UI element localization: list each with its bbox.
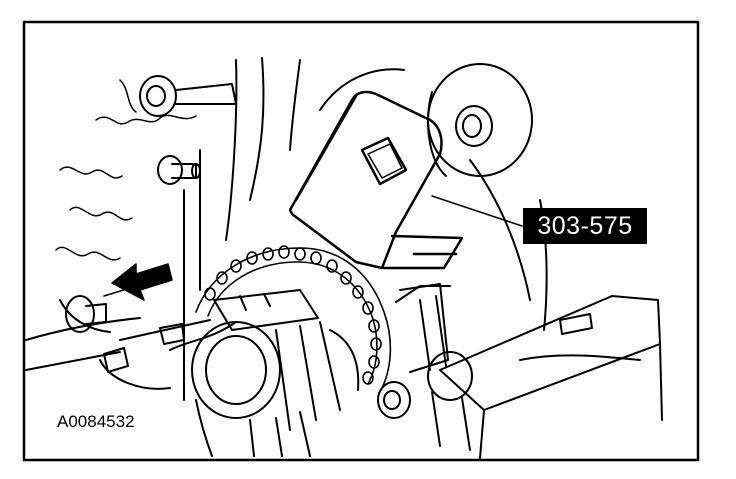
idler-pulley: [427, 63, 533, 177]
timing-tool: [288, 90, 464, 270]
leader-line: [431, 195, 523, 227]
figure-frame: [22, 20, 700, 462]
tool-number-callout: 303-575: [523, 208, 647, 244]
camshaft: [99, 289, 360, 457]
lower-bolts: [65, 295, 411, 419]
figure-id: A0084532: [57, 412, 135, 431]
tensioner-bracket: [395, 283, 663, 459]
direction-arrow-icon: [103, 263, 173, 301]
engine-block: [25, 57, 548, 401]
timing-chain: [195, 245, 392, 393]
upper-bushing: [139, 75, 237, 117]
dowel-pin: [157, 155, 201, 185]
